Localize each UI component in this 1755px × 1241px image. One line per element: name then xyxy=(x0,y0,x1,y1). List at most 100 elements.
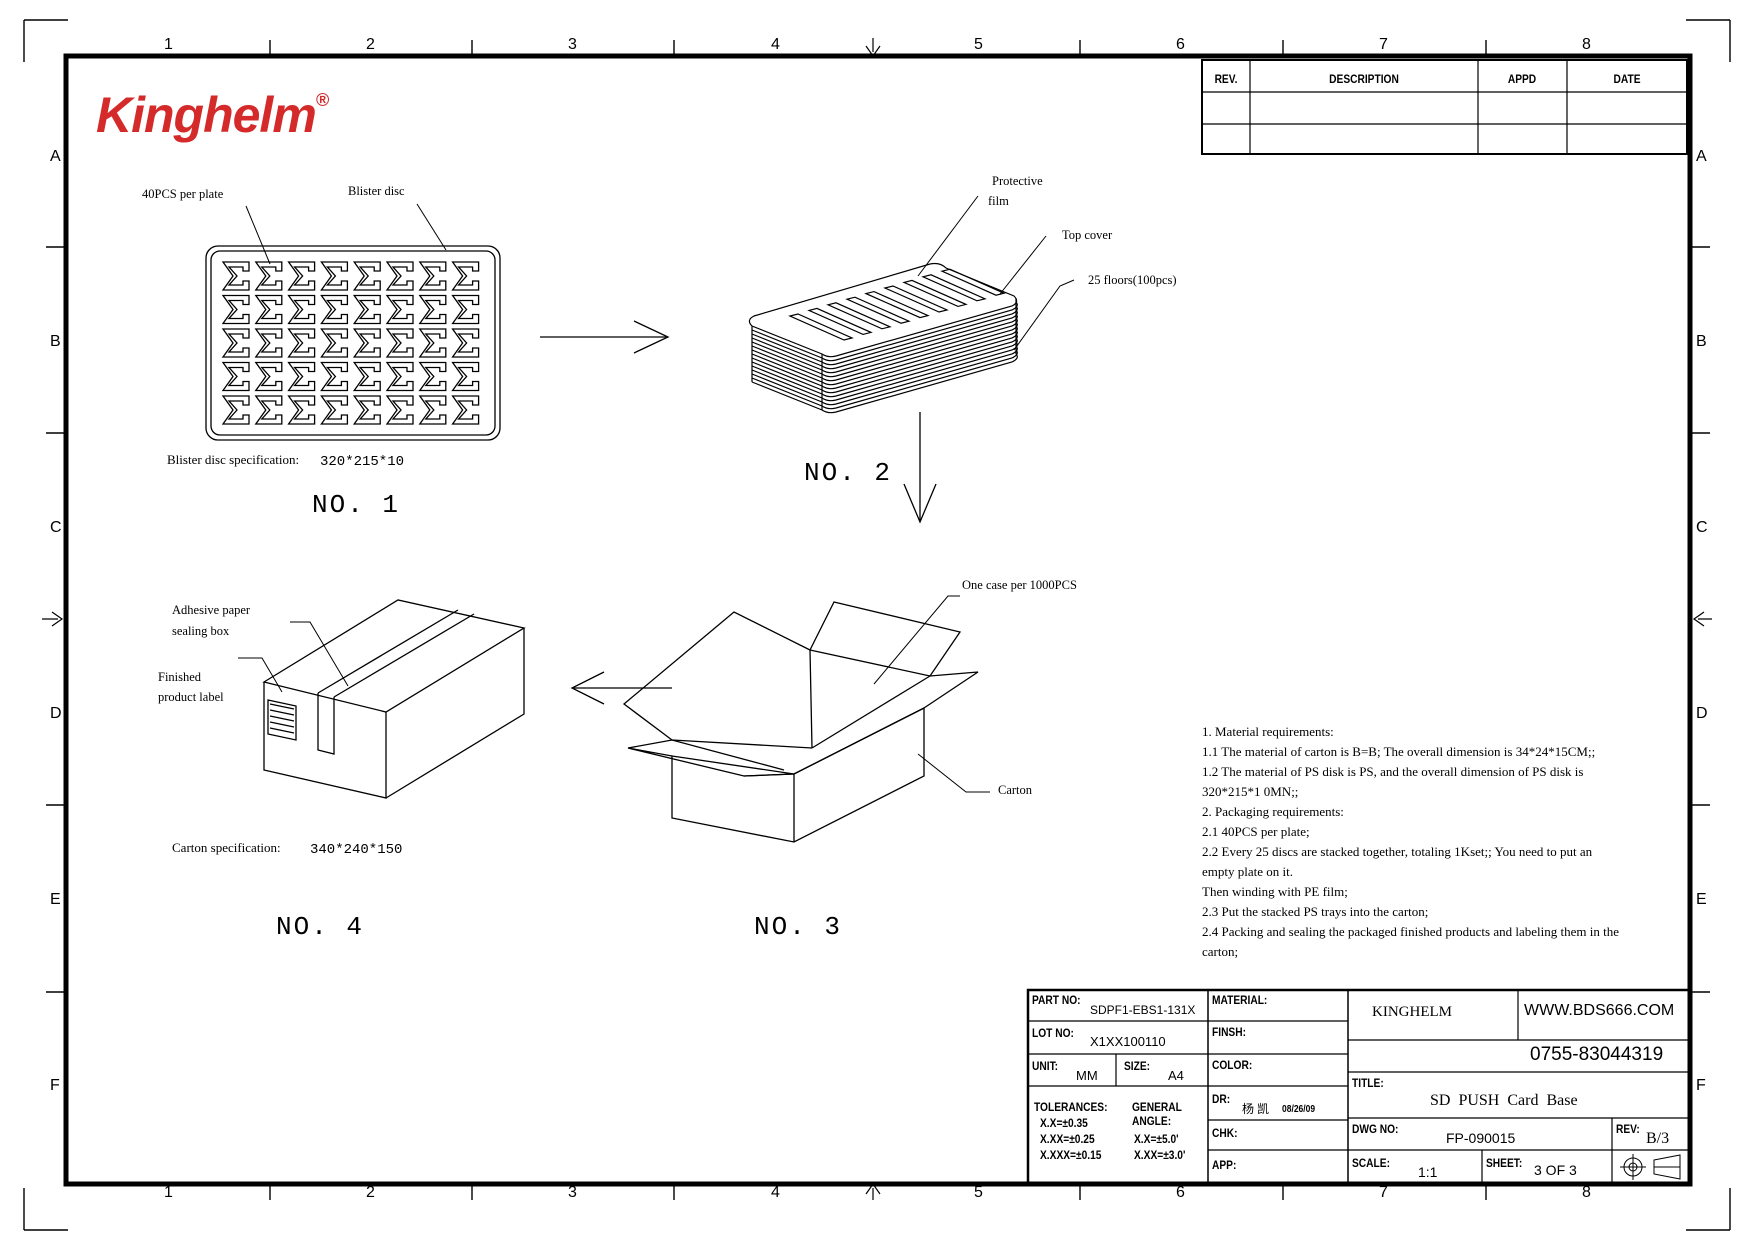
blister-pocket xyxy=(418,361,447,392)
top-cover-slot xyxy=(788,313,854,341)
callout-adhesive-2: sealing box xyxy=(172,624,230,638)
stack-layer xyxy=(751,305,1018,366)
row-label-d: D xyxy=(50,705,62,722)
callout-25-floors: 25 floors(100pcs) xyxy=(1088,273,1177,287)
column-label-6: 6 xyxy=(1176,36,1185,53)
row-label-e: E xyxy=(1696,891,1707,908)
callout-line-film xyxy=(917,195,979,277)
color-label: COLOR: xyxy=(1212,1058,1253,1072)
unit-value: MM xyxy=(1076,1068,1098,1083)
dr-date: 08/26/09 xyxy=(1282,1104,1316,1115)
zone-ticks xyxy=(46,40,1710,1200)
note-line: 1. Material requirements: xyxy=(1202,724,1334,739)
note-line: 2.2 Every 25 discs are stacked together,… xyxy=(1202,844,1593,859)
scale-value: 1:1 xyxy=(1418,1164,1438,1180)
blister-pocket xyxy=(451,261,480,291)
column-label-6: 6 xyxy=(1176,1184,1185,1201)
step-label-no3: NO. 3 xyxy=(754,912,843,942)
dwg-no-value: FP-090015 xyxy=(1446,1130,1516,1146)
callout-protective-film-2: film xyxy=(988,194,1009,208)
lot-no-value: X1XX100110 xyxy=(1090,1034,1166,1049)
product-label-line xyxy=(269,721,295,728)
row-label-b: B xyxy=(1696,333,1707,350)
top-cover-slot xyxy=(921,274,987,302)
stack-layer xyxy=(751,337,1018,398)
column-label-7: 7 xyxy=(1379,1184,1388,1201)
scale-label: SCALE: xyxy=(1352,1156,1390,1170)
column-label-3: 3 xyxy=(568,1184,577,1201)
stack-edges xyxy=(751,298,1017,410)
dwg-no-label: DWG NO: xyxy=(1352,1122,1399,1136)
callout-line-floors xyxy=(1013,279,1075,351)
blister-pocket xyxy=(352,261,381,291)
blister-pocket xyxy=(352,361,381,392)
note-line: 1.2 The material of PS disk is PS, and t… xyxy=(1202,764,1584,779)
carton-spec-value: 340*240*150 xyxy=(310,842,403,858)
blister-pocket xyxy=(385,328,414,358)
tray-stack-drawing xyxy=(748,262,1018,414)
appd-header: APPD xyxy=(1507,72,1537,86)
blister-pocket xyxy=(418,395,447,425)
blister-pocket xyxy=(451,395,480,425)
blister-pocket xyxy=(385,395,414,425)
product-label-line xyxy=(269,709,295,716)
callout-line-adhesive xyxy=(290,621,349,687)
revision-table xyxy=(1201,59,1688,155)
rev-label: REV: xyxy=(1616,1122,1640,1136)
blister-pocket xyxy=(352,328,381,358)
top-cover-slot xyxy=(940,268,1006,296)
callout-line-disc xyxy=(416,203,447,251)
step-label-no1: NO. 1 xyxy=(312,490,401,520)
column-label-8: 8 xyxy=(1582,1184,1591,1201)
general-angle-label-2: ANGLE: xyxy=(1132,1114,1172,1128)
sheet-label: SHEET: xyxy=(1486,1156,1523,1170)
finish-label: FINSH: xyxy=(1212,1025,1246,1039)
corner-mark-tr xyxy=(1686,19,1731,62)
blister-pocket xyxy=(451,361,480,392)
row-label-c: C xyxy=(1696,519,1708,536)
sheet-value: 3 OF 3 xyxy=(1534,1162,1577,1178)
title-label: TITLE: xyxy=(1352,1076,1384,1090)
blister-pocket xyxy=(320,294,349,325)
blister-pocket xyxy=(221,395,250,425)
centering-marks xyxy=(42,38,1712,1200)
stack-layer xyxy=(751,345,1018,406)
drawing-title: SD PUSH Card Base xyxy=(1430,1092,1578,1109)
stack-layer xyxy=(751,333,1018,394)
product-label-line xyxy=(269,727,295,734)
kinghelm-logo: Kinghelm® xyxy=(96,86,329,144)
column-label-5: 5 xyxy=(974,36,983,53)
callout-line-label xyxy=(238,657,283,693)
blister-pocket xyxy=(352,294,381,325)
blister-pocket xyxy=(320,395,349,425)
title-block xyxy=(1026,988,1691,1185)
part-no-label: PART NO: xyxy=(1032,993,1081,1007)
column-label-1: 1 xyxy=(164,36,173,53)
column-label-5: 5 xyxy=(974,1184,983,1201)
note-line: 320*215*1 0MN;; xyxy=(1202,784,1299,799)
top-cover-slot xyxy=(902,279,968,308)
note-line: carton; xyxy=(1202,944,1239,959)
stack-layer xyxy=(751,349,1018,410)
row-label-a: A xyxy=(1696,148,1707,165)
blister-pocket xyxy=(418,328,447,358)
logo-text: Kinghelm xyxy=(96,87,317,143)
requirements-notes: 1. Material requirements: 1.1 The materia… xyxy=(1202,722,1662,962)
blister-pocket xyxy=(254,328,283,358)
step-label-no4: NO. 4 xyxy=(276,912,365,942)
company-website: WWW.BDS666.COM xyxy=(1524,1002,1675,1019)
callout-line-top xyxy=(999,235,1047,295)
callout-line-pcs xyxy=(245,205,271,265)
step-label-no2: NO. 2 xyxy=(804,458,893,488)
top-cover-slot xyxy=(807,307,873,336)
blister-pocket xyxy=(451,294,480,325)
column-label-7: 7 xyxy=(1379,36,1388,53)
sealed-carton-drawing xyxy=(262,599,526,799)
product-label xyxy=(267,699,297,741)
dr-name: 杨 凯 xyxy=(1242,1102,1270,1116)
stack-layer xyxy=(751,301,1018,362)
product-label-line xyxy=(269,715,295,722)
note-line: 1.1 The material of carton is B=B; The o… xyxy=(1202,744,1596,759)
size-label: SIZE: xyxy=(1124,1059,1151,1073)
blister-pocket xyxy=(221,361,250,392)
